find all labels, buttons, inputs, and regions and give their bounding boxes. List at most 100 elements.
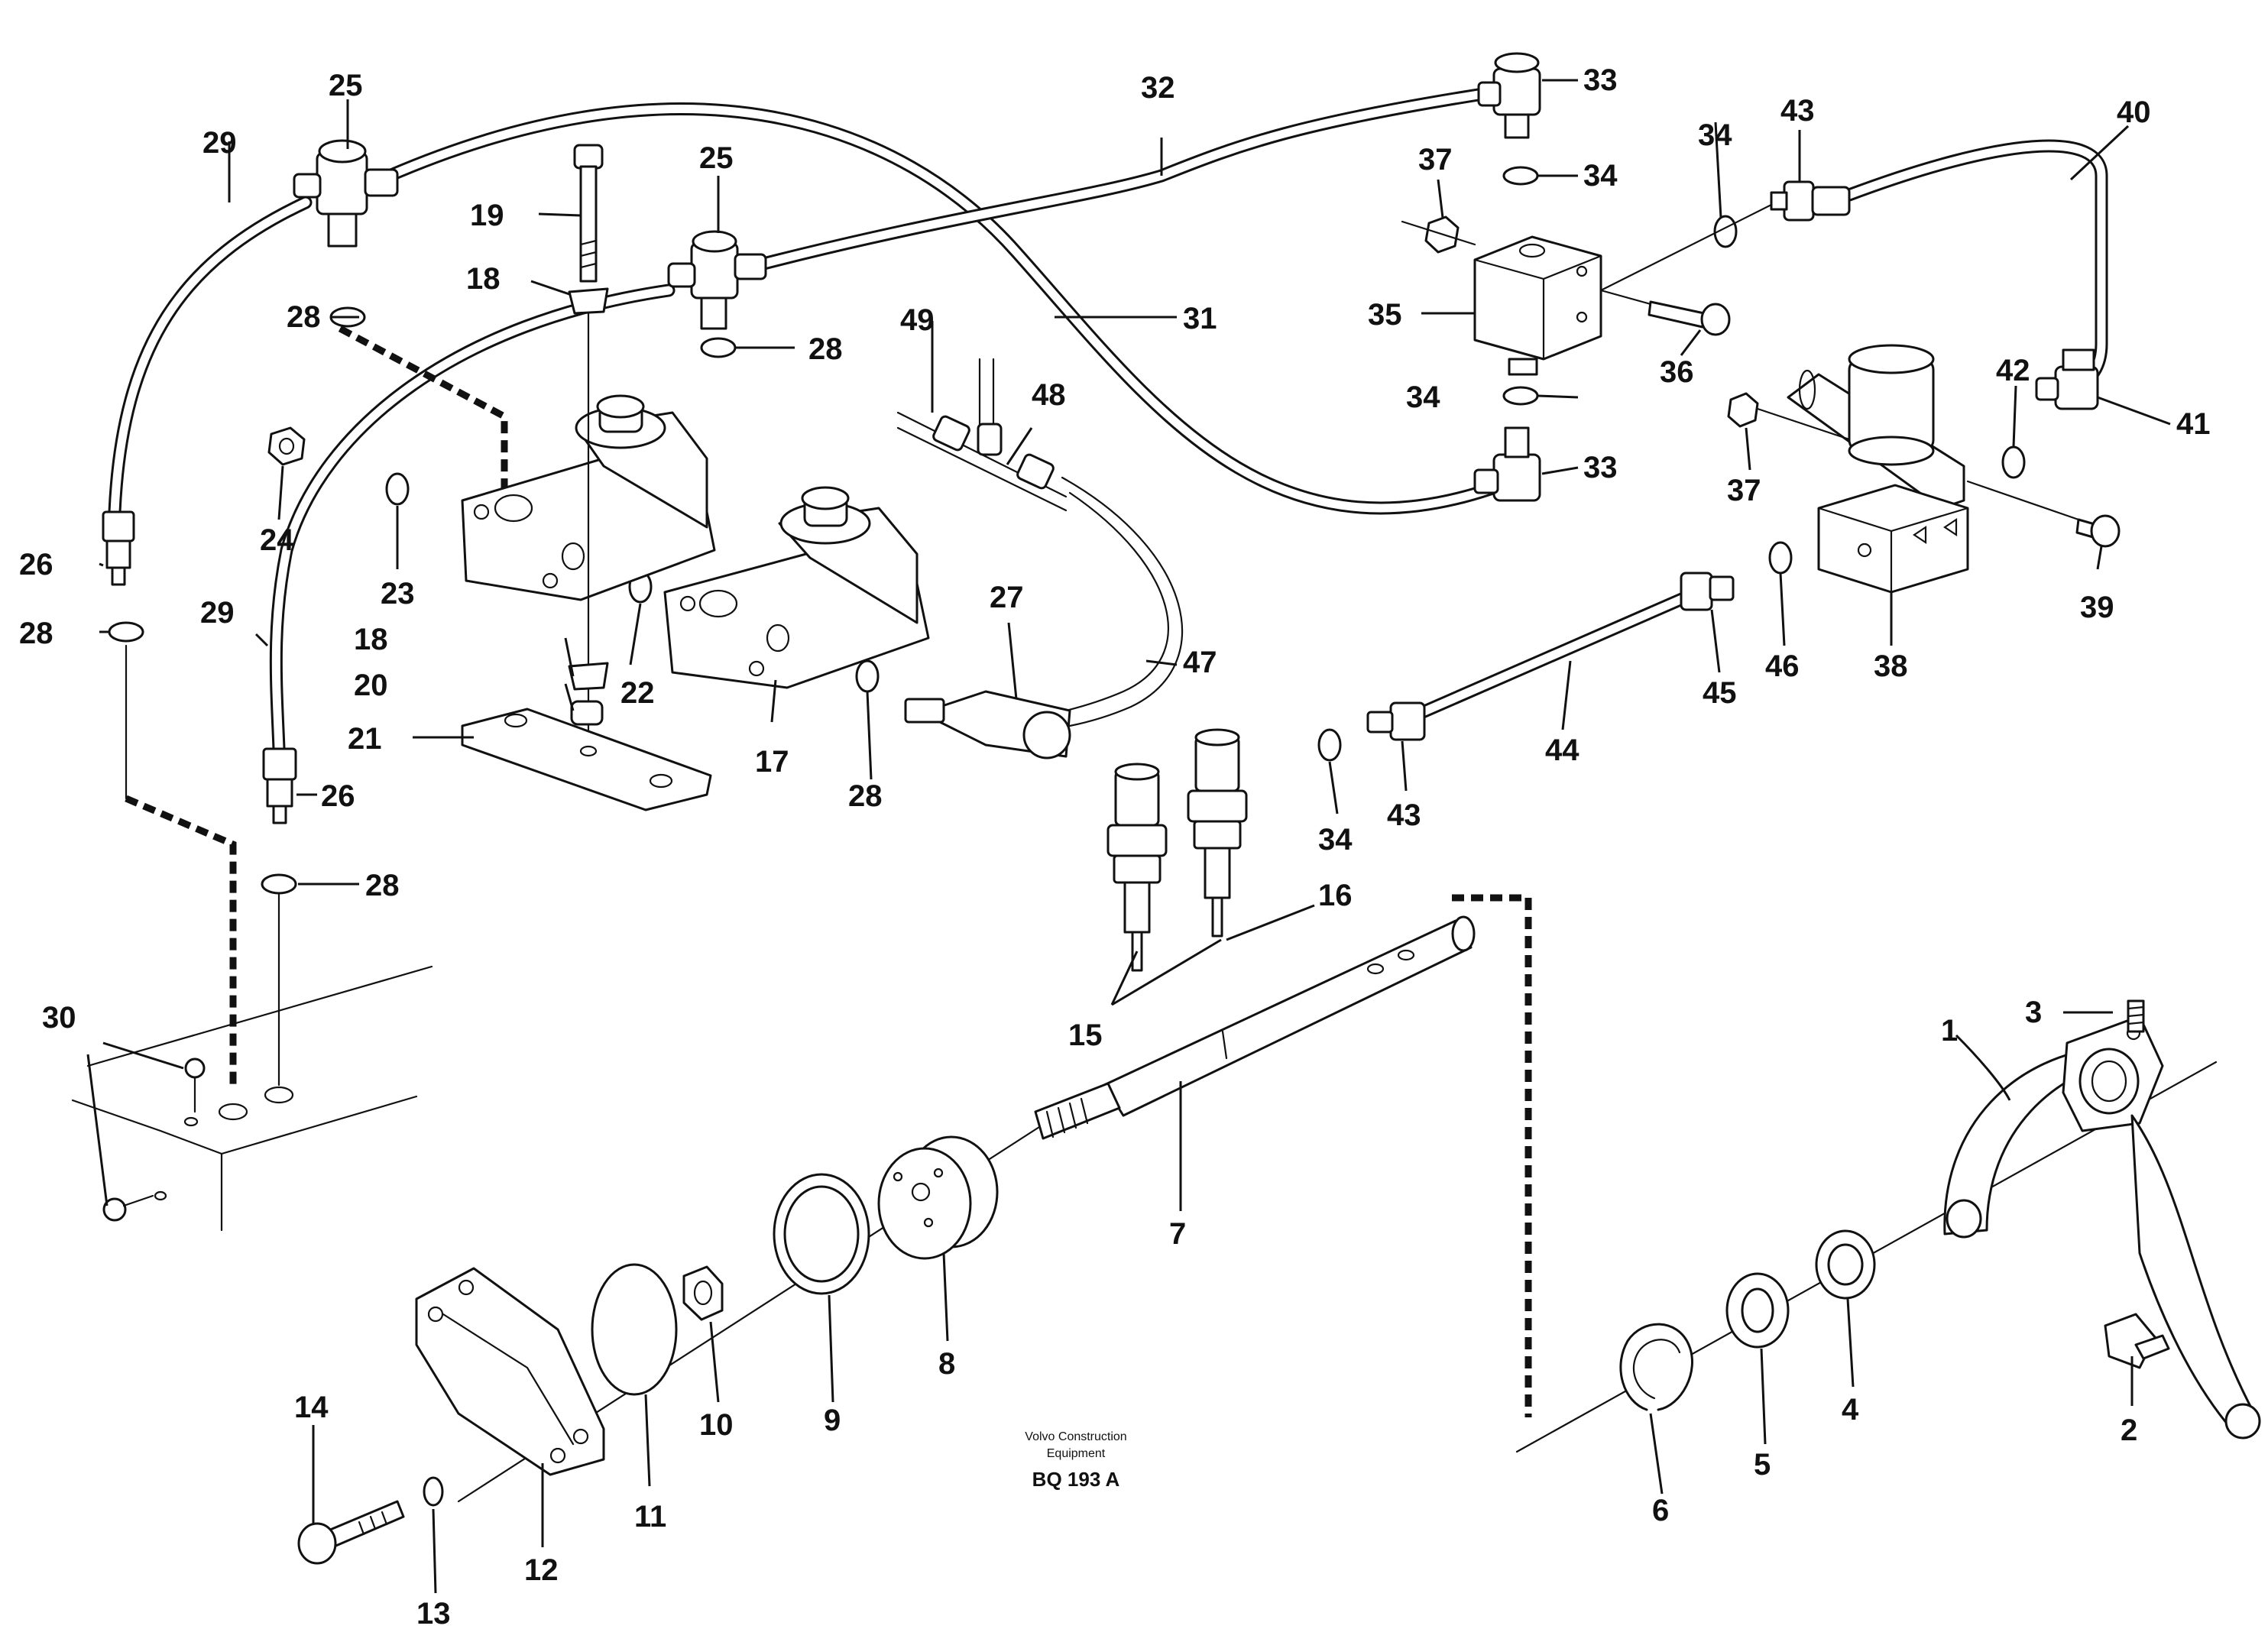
fitting-41 <box>2035 348 2099 410</box>
housing-block <box>71 965 433 1232</box>
callout-30: 30 <box>42 1001 76 1035</box>
nut-37-b <box>1727 392 1759 428</box>
washer-28-c <box>108 621 144 643</box>
callout-labels: 1 2 3 4 5 6 7 8 9 10 11 12 13 14 15 16 1… <box>19 63 2211 1631</box>
sensor-15-left <box>1106 763 1168 972</box>
callout-27: 27 <box>990 581 1024 614</box>
callout-34-c: 34 <box>1698 118 1732 152</box>
fitting-26-upper <box>102 510 135 586</box>
callout-49: 49 <box>900 303 935 337</box>
callout-3: 3 <box>2025 996 2042 1029</box>
callout-29-lower: 29 <box>200 596 235 630</box>
callout-35: 35 <box>1368 298 1402 332</box>
callout-4: 4 <box>1842 1393 1859 1427</box>
callout-24: 24 <box>260 523 294 557</box>
washer-34-c <box>1713 215 1738 248</box>
plate-21 <box>461 708 712 811</box>
washer-23 <box>385 472 410 506</box>
callout-28-b: 28 <box>808 332 843 366</box>
callout-41: 41 <box>2176 407 2211 441</box>
bolt-36 <box>1648 300 1731 336</box>
nut-24 <box>267 426 306 466</box>
callout-47: 47 <box>1183 646 1217 679</box>
callout-42: 42 <box>1996 354 2030 387</box>
stud-line-35 <box>1401 220 1476 246</box>
elbow-33-bottom <box>1473 426 1541 502</box>
fitting-43-upper <box>1770 180 1851 222</box>
drawing-code: BQ 193 A <box>1032 1468 1120 1491</box>
washer-34-d <box>1317 728 1342 762</box>
screw-3 <box>2127 999 2145 1033</box>
fitting-43-lower <box>1366 701 1426 741</box>
callout-18-upper: 18 <box>466 262 501 296</box>
callout-28-d: 28 <box>365 869 400 902</box>
callout-19: 19 <box>470 199 504 232</box>
bolt-14 <box>297 1500 405 1565</box>
solenoid-valve-38 <box>1787 344 1969 594</box>
nut-10 <box>682 1265 724 1321</box>
pipe-31 <box>379 102 1497 515</box>
shift-rod-7 <box>1034 915 1476 1140</box>
shift-fork-1 <box>1943 1015 2261 1440</box>
pipe-32 <box>742 85 1505 274</box>
callout-25-left: 25 <box>329 69 363 102</box>
plug-30-b <box>102 1197 127 1222</box>
callout-18-lower: 18 <box>354 623 388 656</box>
spacer-18-top <box>568 287 609 315</box>
callout-40: 40 <box>2117 96 2151 129</box>
bolt-line-36 <box>1599 289 1652 306</box>
credit-line-1: Volvo Construction <box>1025 1430 1126 1443</box>
unions-48 <box>932 415 1055 490</box>
callout-15: 15 <box>1068 1019 1103 1052</box>
callout-46: 46 <box>1765 649 1800 683</box>
callout-11: 11 <box>634 1500 666 1534</box>
fitting-26-lower <box>262 747 297 824</box>
pipe-29-lower <box>269 283 676 756</box>
callout-48: 48 <box>1032 378 1066 412</box>
callout-43-upper: 43 <box>1780 94 1815 128</box>
washer-46 <box>1768 541 1793 575</box>
callout-29-upper: 29 <box>202 126 237 160</box>
nut-line-37 <box>1756 407 1851 441</box>
callout-32: 32 <box>1141 71 1175 105</box>
callout-34-d: 34 <box>1318 823 1353 857</box>
pipe-line-43 <box>1599 203 1773 292</box>
washer-34-b <box>1502 386 1539 406</box>
callout-43-lower: 43 <box>1387 798 1421 832</box>
install-line-lower-left <box>125 795 237 1085</box>
callout-12: 12 <box>524 1553 559 1587</box>
hose-47 <box>1061 476 1183 727</box>
callout-1: 1 <box>1941 1014 1958 1048</box>
seal-ring-9 <box>773 1173 870 1295</box>
washer-28-d <box>261 873 297 895</box>
leader-lines <box>86 79 2171 1594</box>
bolt-19 <box>573 144 604 283</box>
pipe-44 <box>1411 589 1696 721</box>
callout-25-center: 25 <box>699 141 734 175</box>
snap-ring-6 <box>1619 1323 1693 1411</box>
callout-31: 31 <box>1183 302 1217 335</box>
piston-8 <box>877 1135 999 1260</box>
valve-17-upper <box>461 394 716 601</box>
washer-13 <box>423 1476 444 1507</box>
install-line-right <box>1452 894 1532 1417</box>
elbow-33-top <box>1477 52 1541 139</box>
callout-5: 5 <box>1754 1448 1771 1482</box>
connector-27 <box>904 690 1071 759</box>
washer-5 <box>1725 1272 1790 1349</box>
callout-14: 14 <box>294 1391 329 1424</box>
washer-28-b <box>700 337 737 358</box>
spacer-18-bottom <box>568 662 609 691</box>
shoe-2 <box>2104 1313 2170 1369</box>
callout-36: 36 <box>1660 355 1694 389</box>
callout-28-c: 28 <box>19 617 53 650</box>
fitting-45 <box>1680 572 1735 611</box>
o-ring-11 <box>591 1263 678 1396</box>
callout-28-a: 28 <box>287 300 321 334</box>
callout-16: 16 <box>1318 879 1353 912</box>
credit-block: Volvo Construction Equipment BQ 193 A <box>1025 1430 1126 1491</box>
callout-22: 22 <box>620 676 655 710</box>
washer-28-e <box>855 659 880 693</box>
tee-fitting-25-left <box>293 139 399 248</box>
callout-37-a: 37 <box>1418 143 1453 177</box>
